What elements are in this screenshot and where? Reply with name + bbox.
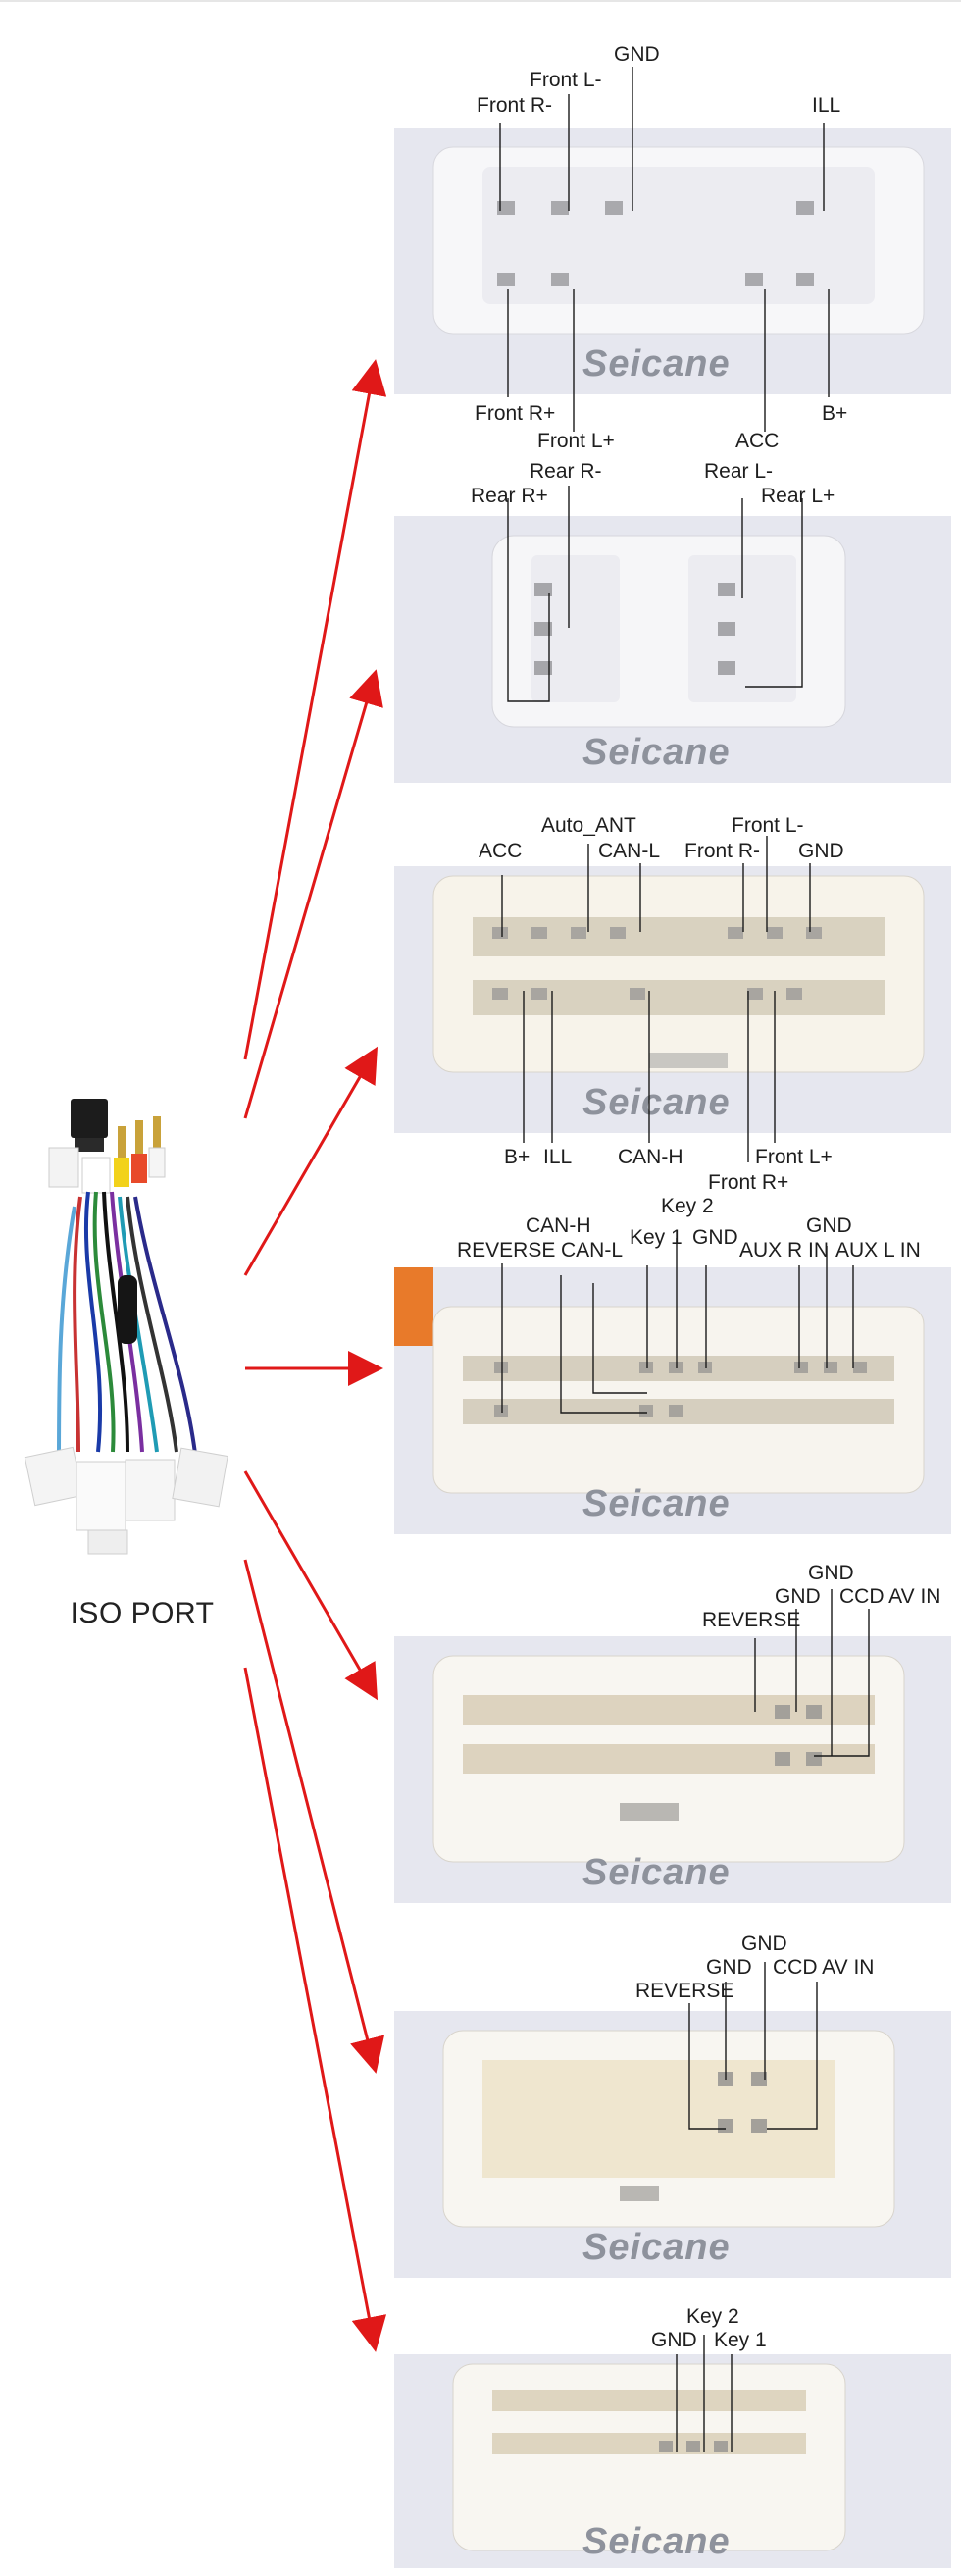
- label-front-l-plus: Front L+: [537, 430, 615, 452]
- label-aux-l-in: AUX L IN: [835, 1239, 921, 1262]
- connector-photo-4: Seicane: [394, 1267, 951, 1534]
- label-rear-r-plus: Rear R+: [471, 485, 548, 507]
- iso-port-label: ISO PORT: [70, 1597, 215, 1629]
- brand-watermark: Seicane: [582, 2227, 731, 2268]
- label-key-1: Key 1: [714, 2329, 767, 2351]
- label-can-l: CAN-L: [561, 1239, 624, 1262]
- connector-photo-2: Seicane: [394, 516, 951, 783]
- label-gnd: GND: [741, 1932, 787, 1955]
- label-reverse: REVERSE: [635, 1980, 734, 2002]
- top-divider: [0, 0, 961, 2]
- wiring-harness-image: [20, 1099, 255, 1560]
- label-gnd: GND: [775, 1585, 821, 1608]
- label-can-h: CAN-H: [526, 1214, 591, 1237]
- connector-photo-7: Seicane: [394, 2354, 951, 2568]
- label-key-2: Key 2: [661, 1195, 714, 1217]
- label-acc: ACC: [479, 840, 523, 862]
- arrow-to-panel-5: [243, 1470, 379, 1701]
- arrow-to-panel-6: [243, 1559, 385, 2074]
- label-gnd: GND: [808, 1562, 854, 1584]
- label-gnd: GND: [614, 43, 660, 66]
- label-front-r-plus: Front R+: [708, 1171, 789, 1194]
- connector-photo-5: Seicane: [394, 1636, 951, 1903]
- label-front-l-plus: Front L+: [755, 1146, 833, 1168]
- label-rear-l-plus: Rear L+: [761, 485, 835, 507]
- label-rear-l-minus: Rear L-: [704, 460, 774, 483]
- label-reverse: REVERSE: [702, 1609, 801, 1631]
- arrow-to-panel-3: [243, 1046, 379, 1276]
- label-aux-r-in: AUX R IN: [739, 1239, 830, 1262]
- brand-watermark: Seicane: [582, 1852, 731, 1893]
- label-b-plus: B+: [822, 402, 848, 425]
- label-b-plus: B+: [504, 1146, 531, 1168]
- brand-watermark: Seicane: [582, 343, 731, 385]
- connector-photo-1: Seicane: [394, 128, 951, 394]
- brand-watermark: Seicane: [582, 732, 731, 773]
- label-front-r-plus: Front R+: [475, 402, 556, 425]
- label-gnd: GND: [706, 1956, 752, 1979]
- label-can-h: CAN-H: [618, 1146, 683, 1168]
- label-gnd: GND: [806, 1214, 852, 1237]
- label-reverse: REVERSE: [457, 1239, 556, 1262]
- brand-watermark: Seicane: [582, 2521, 731, 2562]
- label-front-r-minus: Front R-: [477, 94, 553, 117]
- label-gnd: GND: [651, 2329, 697, 2351]
- label-front-r-minus: Front R-: [684, 840, 761, 862]
- arrow-to-panel-2: [243, 669, 383, 1119]
- label-front-l-minus: Front L-: [530, 69, 602, 91]
- label-gnd: GND: [692, 1226, 738, 1249]
- label-ccd-av-in: CCD AV IN: [773, 1956, 875, 1979]
- label-acc: ACC: [735, 430, 780, 452]
- brand-watermark: Seicane: [582, 1082, 731, 1123]
- label-key-1: Key 1: [630, 1226, 683, 1249]
- label-ccd-av-in: CCD AV IN: [839, 1585, 941, 1608]
- arrow-to-panel-7: [243, 1667, 387, 2352]
- label-can-l: CAN-L: [598, 840, 661, 862]
- label-front-l-minus: Front L-: [732, 814, 804, 837]
- label-ill: ILL: [812, 94, 841, 117]
- label-ill: ILL: [543, 1146, 573, 1168]
- label-auto-ant: Auto_ANT: [541, 814, 636, 837]
- label-key-2: Key 2: [686, 2305, 739, 2328]
- connector-photo-3: Seicane: [394, 866, 951, 1133]
- label-gnd: GND: [798, 840, 844, 862]
- brand-watermark: Seicane: [582, 1483, 731, 1524]
- label-rear-r-minus: Rear R-: [530, 460, 602, 483]
- connector-photo-6: Seicane: [394, 2011, 951, 2278]
- arrow-to-panel-1: [243, 359, 387, 1060]
